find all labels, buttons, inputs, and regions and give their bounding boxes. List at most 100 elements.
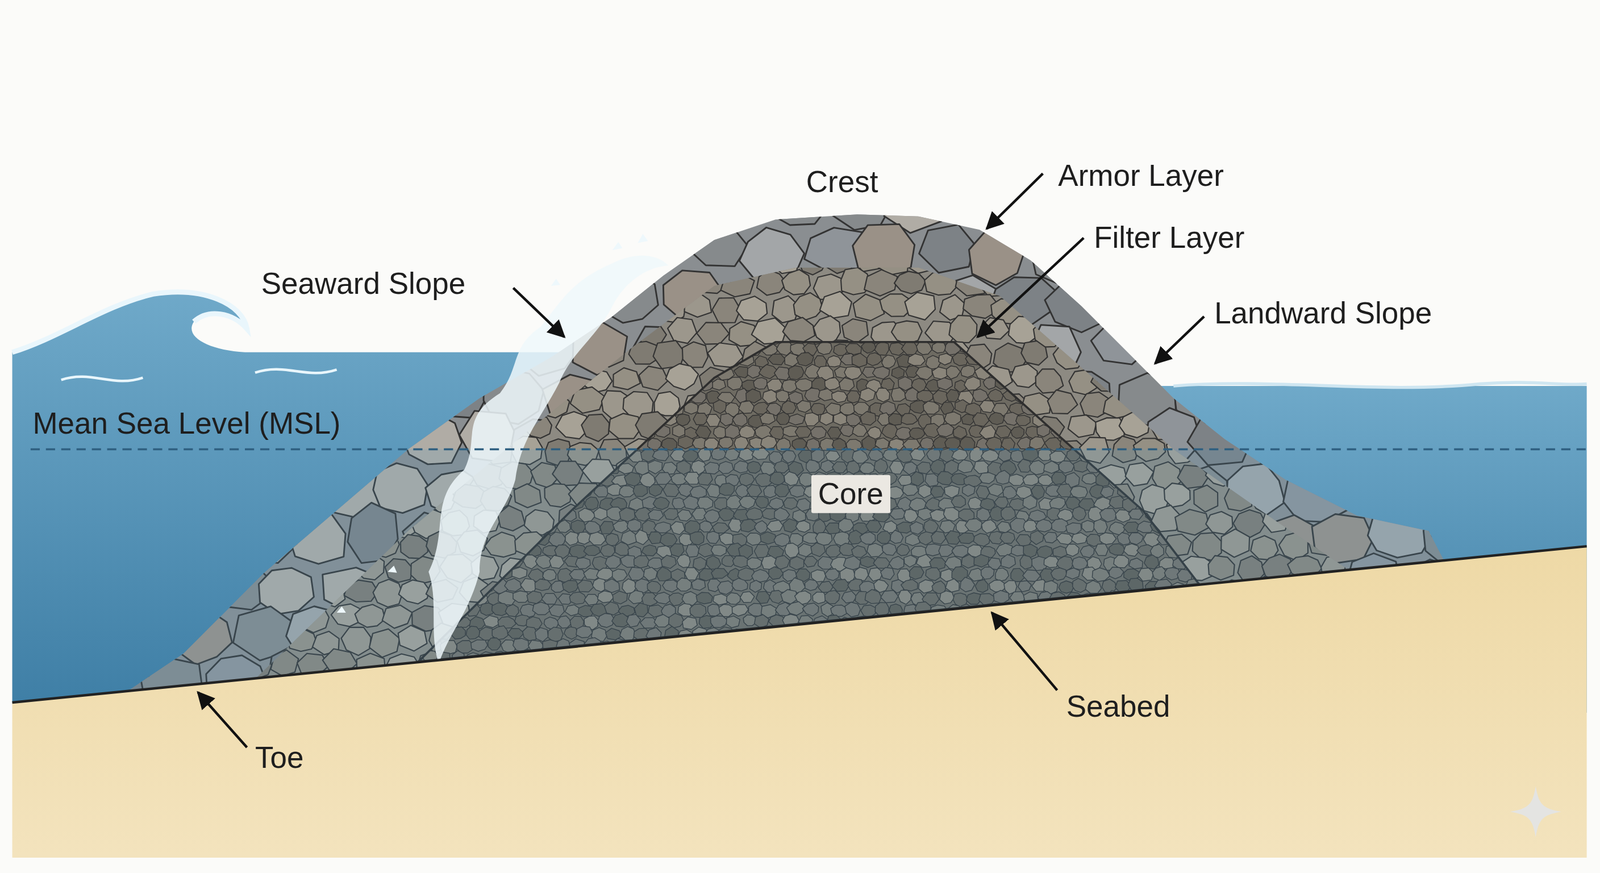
rock (1136, 379, 1153, 391)
rock (484, 176, 542, 231)
rock (972, 412, 990, 427)
rock (1030, 392, 1048, 403)
rock (776, 411, 791, 425)
rock (720, 273, 754, 297)
rock (271, 461, 304, 490)
rock (810, 426, 827, 440)
rock (702, 342, 720, 356)
rock (1117, 414, 1132, 426)
rock (804, 412, 819, 426)
rock (302, 360, 335, 390)
rock (1095, 417, 1125, 441)
rock (609, 316, 639, 343)
rock (408, 363, 443, 390)
rock (831, 438, 847, 450)
rock (1201, 389, 1218, 402)
rock (824, 377, 840, 390)
rock (960, 365, 975, 378)
rock (431, 330, 445, 345)
rock (891, 366, 904, 379)
rock (641, 352, 656, 368)
rock (398, 330, 414, 344)
rock (599, 353, 616, 366)
rock (413, 426, 429, 439)
rock (1002, 184, 1064, 235)
rock (305, 459, 331, 482)
rock (753, 377, 768, 389)
rock (1260, 416, 1291, 443)
rock (402, 339, 433, 365)
rock (988, 412, 1005, 425)
rock (459, 330, 474, 344)
rock (981, 332, 996, 344)
rock (1029, 436, 1045, 449)
rock (1163, 425, 1180, 438)
rock (1116, 437, 1131, 450)
rock (414, 331, 431, 344)
rock (484, 294, 513, 319)
rock (406, 390, 422, 403)
rock (340, 410, 403, 461)
rock (1118, 342, 1132, 354)
rock (1053, 378, 1069, 391)
rock (282, 326, 347, 380)
rock (669, 377, 686, 393)
rock (1047, 389, 1078, 414)
rock (347, 344, 375, 372)
rock (833, 343, 848, 356)
rock (827, 426, 842, 439)
rock (1143, 365, 1160, 381)
rock (613, 367, 641, 390)
rock (413, 402, 429, 416)
rock (1122, 379, 1137, 391)
rock (1106, 377, 1123, 393)
rock (1021, 392, 1052, 416)
rock (484, 353, 500, 367)
rock (1064, 402, 1082, 416)
rock (477, 342, 494, 355)
rock (1257, 417, 1316, 472)
rock (685, 226, 748, 267)
rock (456, 426, 473, 439)
wave-line (61, 369, 337, 382)
rock (824, 330, 840, 343)
rock (606, 185, 664, 229)
rock (612, 424, 627, 436)
rock (89, 185, 146, 234)
rock (995, 354, 1014, 369)
rock (1152, 376, 1168, 392)
rock (1164, 344, 1196, 369)
rock (465, 344, 482, 357)
rock (1119, 411, 1150, 439)
rock (1303, 391, 1333, 420)
rock (736, 250, 770, 273)
rock (1030, 343, 1047, 356)
rock (493, 365, 508, 379)
rock (400, 352, 417, 368)
rock (435, 185, 497, 233)
rock (980, 271, 1011, 297)
rock (1023, 297, 1058, 323)
rock (1150, 424, 1166, 438)
rock (872, 366, 890, 379)
rock (1080, 342, 1115, 369)
rock (706, 414, 721, 427)
rock (1052, 355, 1069, 369)
rock (570, 386, 606, 414)
rock (422, 390, 438, 403)
rock (626, 378, 641, 392)
rock (794, 426, 812, 438)
rock (732, 413, 748, 427)
rock (1121, 400, 1137, 414)
rock (596, 340, 625, 368)
rock (1129, 343, 1147, 356)
rock (1235, 363, 1291, 419)
rock (948, 315, 977, 343)
rock (964, 376, 981, 391)
rock (387, 315, 417, 345)
rock (1192, 378, 1209, 393)
rock (972, 388, 989, 402)
rock (1072, 341, 1089, 355)
rock (1296, 464, 1327, 489)
rock (657, 379, 671, 391)
